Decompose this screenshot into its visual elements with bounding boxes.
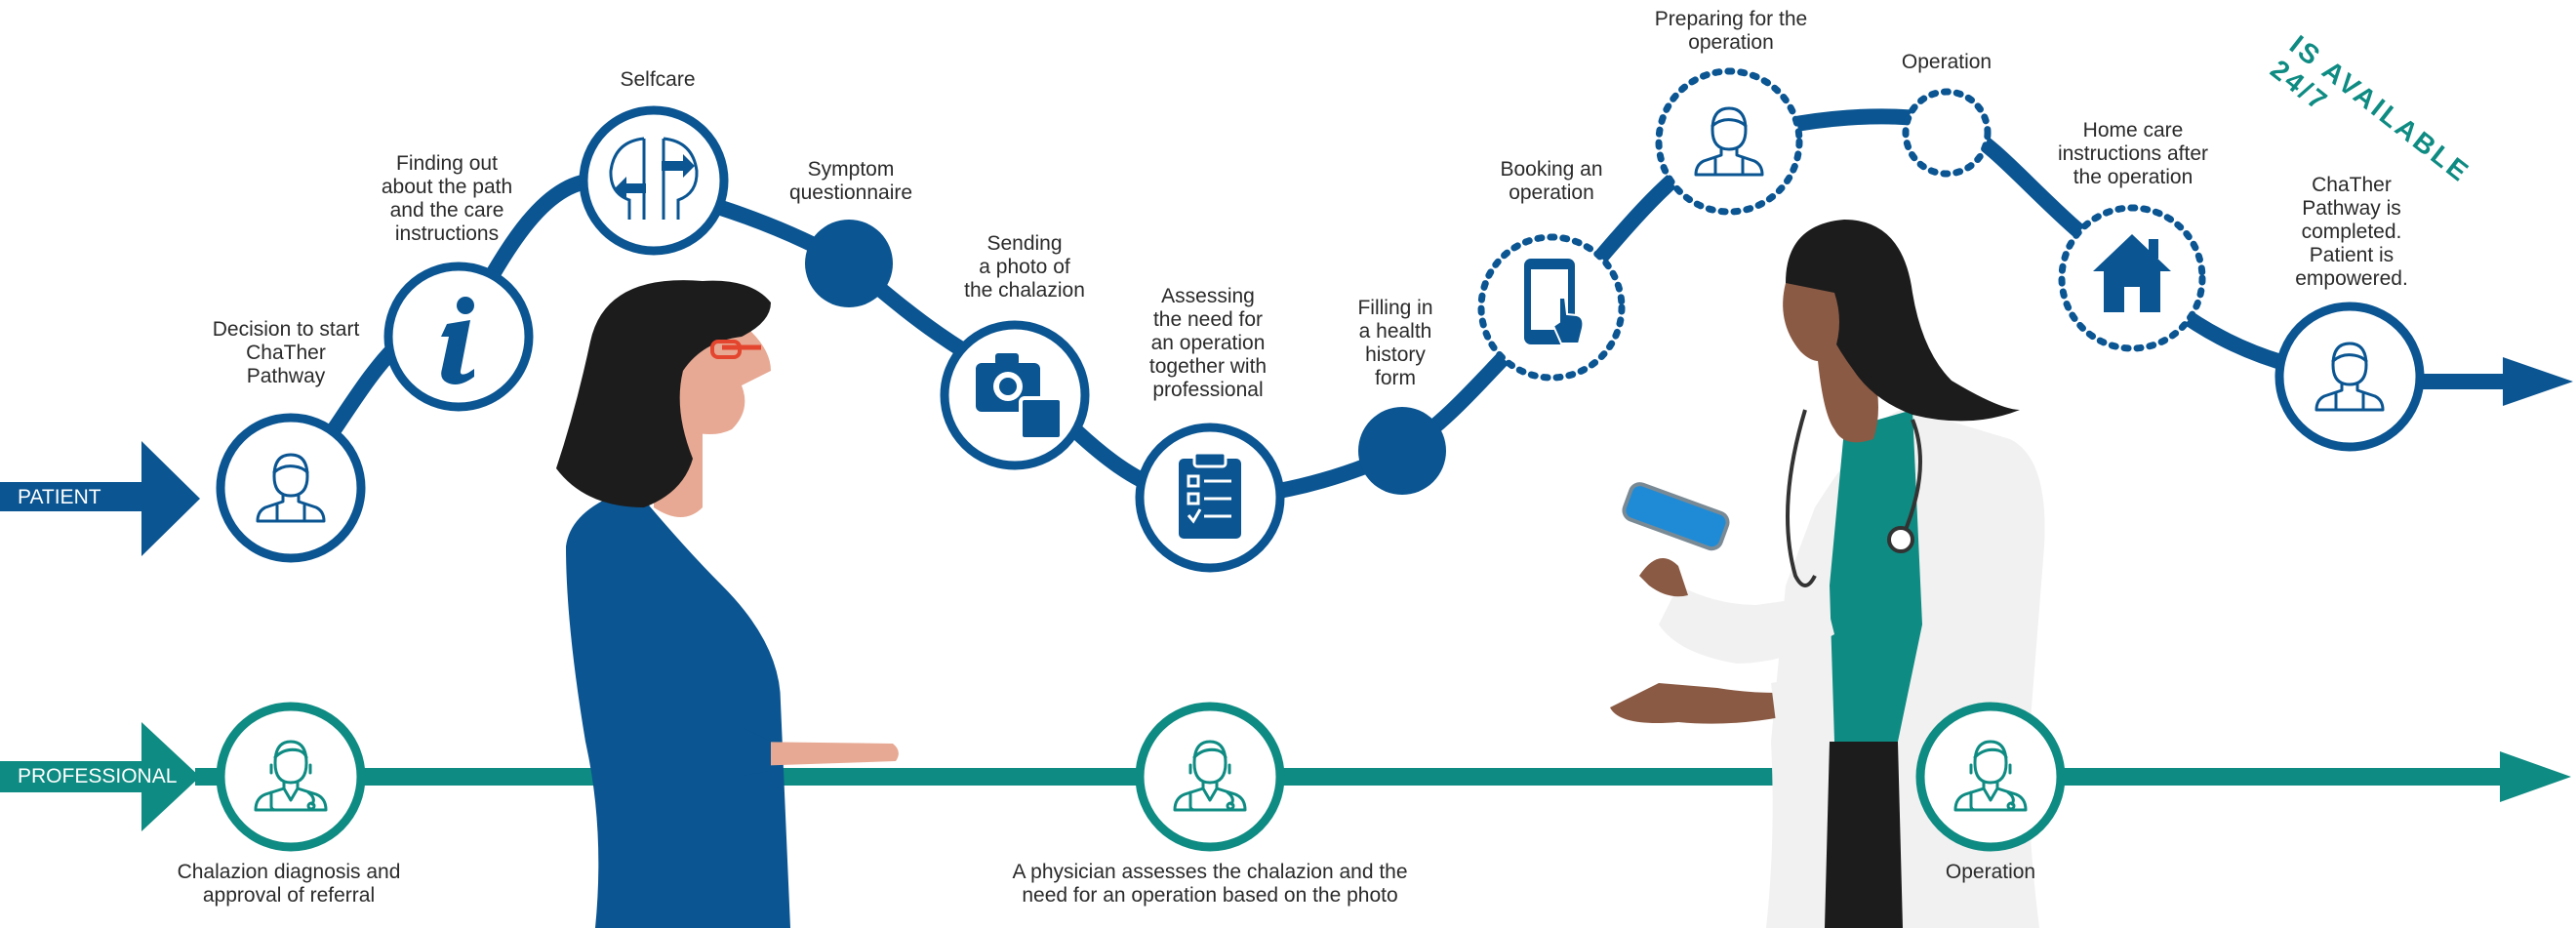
patient-band	[0, 441, 200, 556]
node-pro-photo-assessment	[1135, 702, 1285, 852]
step-label-filling: Filling in a health history form	[1357, 297, 1433, 389]
node-pro-diagnosis	[216, 702, 366, 852]
node-filling-health-form	[1358, 407, 1446, 495]
step-label-finding-out: Finding out about the path and the care …	[381, 152, 513, 245]
step-label-preparing: Preparing for the operation	[1654, 8, 1808, 54]
tablet-touch-icon	[1524, 259, 1585, 344]
node-home-care	[2058, 204, 2206, 352]
professional-band-label: PROFESSIONAL	[18, 765, 178, 787]
professional-band	[0, 722, 200, 831]
node-booking-operation	[1477, 233, 1626, 382]
step-label-sending-photo: Sending a photo of the chalazion	[964, 232, 1085, 302]
clipboard-checklist-icon	[1179, 451, 1241, 539]
step-label-selfcare: Selfcare	[620, 68, 696, 91]
node-operation	[1902, 88, 1992, 178]
node-decision-to-start	[216, 413, 366, 563]
node-finding-out	[383, 262, 534, 412]
node-symptom-questionnaire	[805, 220, 893, 307]
step-label-symptom: Symptom questionnaire	[788, 158, 913, 204]
node-preparing-operation	[1655, 67, 1803, 216]
step-label-booking: Booking an operation	[1500, 158, 1603, 204]
node-pro-operation	[1915, 702, 2066, 852]
step-label-home-care: Home care instructions after the operati…	[2057, 119, 2209, 188]
home-icon	[2093, 234, 2171, 312]
info-icon	[441, 297, 474, 384]
patient-end-arrowhead	[2503, 357, 2573, 406]
step-label-decision: Decision to start ChaTher Pathway	[212, 318, 360, 387]
step-label-assessing: Assessing the need for an operation toge…	[1148, 285, 1268, 401]
step-label-completed: ChaTher Pathway is completed. Patient is…	[2295, 174, 2408, 290]
patient-woman-illustration	[556, 280, 899, 928]
patient-band-label: PATIENT	[18, 486, 101, 508]
node-assessing-need	[1135, 423, 1285, 573]
step-label-operation: Operation	[1901, 51, 1992, 73]
pro-label-photo-assessment: A physician assesses the chalazion and t…	[1012, 861, 1408, 907]
pro-label-diagnosis: Chalazion diagnosis and approval of refe…	[177, 861, 401, 907]
node-selfcare	[579, 105, 729, 256]
node-pathway-completed	[2274, 302, 2425, 452]
professional-track-arrowhead	[2500, 751, 2571, 802]
pro-label-operation: Operation	[1945, 861, 2036, 883]
node-sending-photo	[940, 320, 1090, 470]
camera-icon	[976, 353, 1064, 441]
head-exchange-icon	[609, 137, 699, 220]
